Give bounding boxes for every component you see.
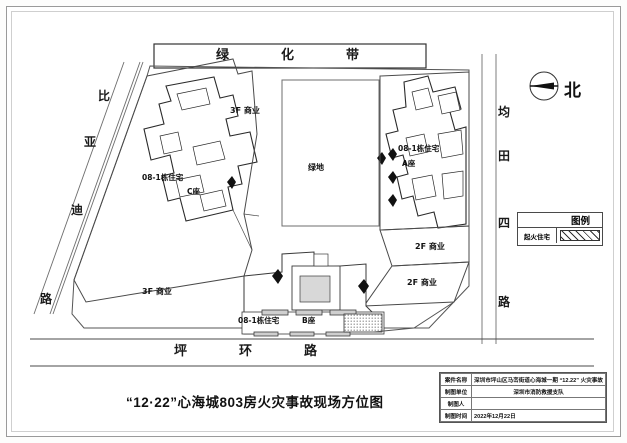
byd-road-char-3: 迪 [70, 203, 83, 217]
legend-hatch-swatch [559, 230, 600, 241]
title-block: 案件名称 深圳市坪山区马峦街道心海城一期 “12.22” 火灾事故 制图单位 深… [439, 372, 607, 423]
title-block-row: 案件名称 深圳市坪山区马峦街道心海城一期 “12.22” 火灾事故 [439, 373, 606, 386]
fire-residence-hatch-block [343, 313, 383, 333]
central-green-label: 绿地 [308, 163, 324, 172]
title-block-value-author [471, 397, 606, 410]
green-belt-label: 绿化带 [216, 48, 412, 63]
commercial-label-2f-lower: 2F 商业 [407, 278, 437, 287]
building-label-c-unit: C座 [187, 187, 201, 196]
site-marker-icon [272, 269, 369, 294]
byd-road-char-4: 路 [39, 292, 52, 306]
juntian-road-char-2: 田 [497, 149, 510, 163]
drawing-inner-frame [11, 11, 614, 432]
legend-item-label: 起火住宅 [524, 233, 550, 241]
north-label: 北 [564, 81, 581, 100]
building-label-b-name: 08-1栋住宅 [238, 316, 280, 325]
pinghuan-road [30, 338, 594, 367]
building-block-c [143, 76, 258, 222]
building-block-a [385, 75, 467, 229]
juntian-road-char-3: 四 [497, 216, 510, 230]
commercial-label-3f-top: 3F 商业 [230, 106, 260, 115]
byd-road [33, 61, 144, 315]
building-label-a-unit: A座 [402, 159, 416, 168]
north-arrow-icon [529, 71, 559, 101]
site-plan-drawing [30, 43, 594, 367]
site-boundary-se [373, 301, 455, 333]
title-block-table: 案件名称 深圳市坪山区马峦街道心海城一期 “12.22” 火灾事故 制图单位 深… [439, 373, 606, 422]
legend-item-label-cell: 起火住宅 [518, 228, 557, 243]
juntian-road-char-4: 路 [497, 295, 510, 309]
legend-box: 图例 起火住宅 [517, 212, 603, 246]
central-green-area [281, 79, 380, 227]
title-block-key-case-name: 案件名称 [439, 373, 473, 386]
juntian-road-char-1: 均 [497, 105, 510, 119]
commercial-label-2f-upper: 2F 商业 [415, 242, 445, 251]
fire-origin-marker [377, 148, 397, 207]
title-block-value-case-name: 深圳市坪山区马峦街道心海城一期 “12.22” 火灾事故 [471, 373, 606, 386]
building-label-c-name: 08-1栋住宅 [142, 173, 184, 182]
site-plan-canvas: 绿化带 坪环路 比 亚 迪 路 均 田 四 路 绿地 3F 商业 3F 商业 2… [14, 14, 609, 427]
legend-item-swatch-cell [557, 228, 602, 243]
pinghuan-road-label: 坪环路 [174, 344, 370, 359]
title-block-value-org: 深圳市消防救援支队 [471, 385, 606, 398]
building-label-a-name: 08-1栋住宅 [398, 144, 440, 153]
fire-origin-marker-left [227, 176, 236, 189]
legend-header: 图例 [518, 213, 602, 228]
title-block-key-date: 制图时间 [439, 409, 473, 422]
commercial-podium-left [73, 58, 260, 303]
page-title: “12·22”心海城803房火灾事故现场方位图 [126, 395, 384, 410]
commercial-label-3f-lower: 3F 商业 [142, 287, 172, 296]
title-block-row: 制图人 [439, 397, 606, 410]
north-arrow: 北 [524, 68, 604, 104]
byd-road-char-1: 比 [97, 89, 110, 103]
juntian-road [481, 54, 497, 344]
title-block-key-author: 制图人 [439, 397, 473, 410]
legend-row-fire-residence: 起火住宅 [518, 228, 602, 243]
building-label-b-unit: B座 [302, 316, 316, 325]
title-block-row: 制图单位 深圳市消防救援支队 [439, 385, 606, 398]
title-block-row: 制图时间 2022年12月22日 [439, 409, 606, 422]
title-block-key-org: 制图单位 [439, 385, 473, 398]
byd-road-char-2: 亚 [83, 135, 96, 149]
title-block-value-date: 2022年12月22日 [471, 409, 606, 422]
legend-header-label: 图例 [570, 216, 590, 227]
